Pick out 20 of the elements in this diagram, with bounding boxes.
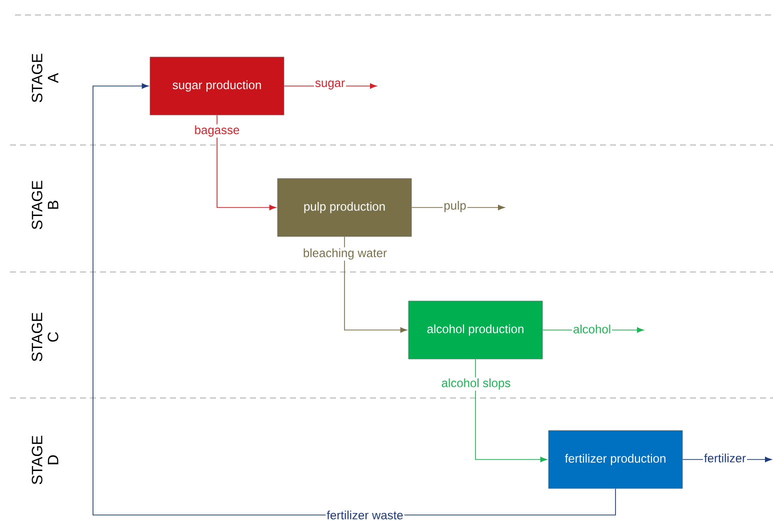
- edge-label: sugar: [314, 80, 346, 90]
- stage-label: STAGE C: [32, 312, 58, 362]
- edge-label: fertilizer waste: [326, 510, 404, 520]
- process-box: sugar production: [150, 56, 284, 116]
- process-box: fertilizer production: [548, 430, 683, 489]
- arrow: [344, 236, 408, 333]
- edge-label: bleaching water: [302, 247, 388, 261]
- stage-label: STAGE D: [32, 436, 58, 484]
- arrow: [475, 358, 548, 462]
- edge-label: alcohol: [572, 324, 612, 334]
- process-box: pulp production: [277, 178, 412, 237]
- edge-label: fertilizer: [703, 452, 748, 464]
- arrow: [92, 83, 616, 516]
- stage-label: STAGE A: [32, 54, 58, 102]
- stage-label: STAGE B: [32, 180, 58, 230]
- edge-label: alcohol slops: [440, 377, 512, 391]
- process-box: alcohol production: [408, 300, 543, 360]
- arrow: [216, 114, 276, 210]
- edge-label: bagasse: [193, 124, 241, 138]
- edge-label: pulp: [442, 200, 468, 214]
